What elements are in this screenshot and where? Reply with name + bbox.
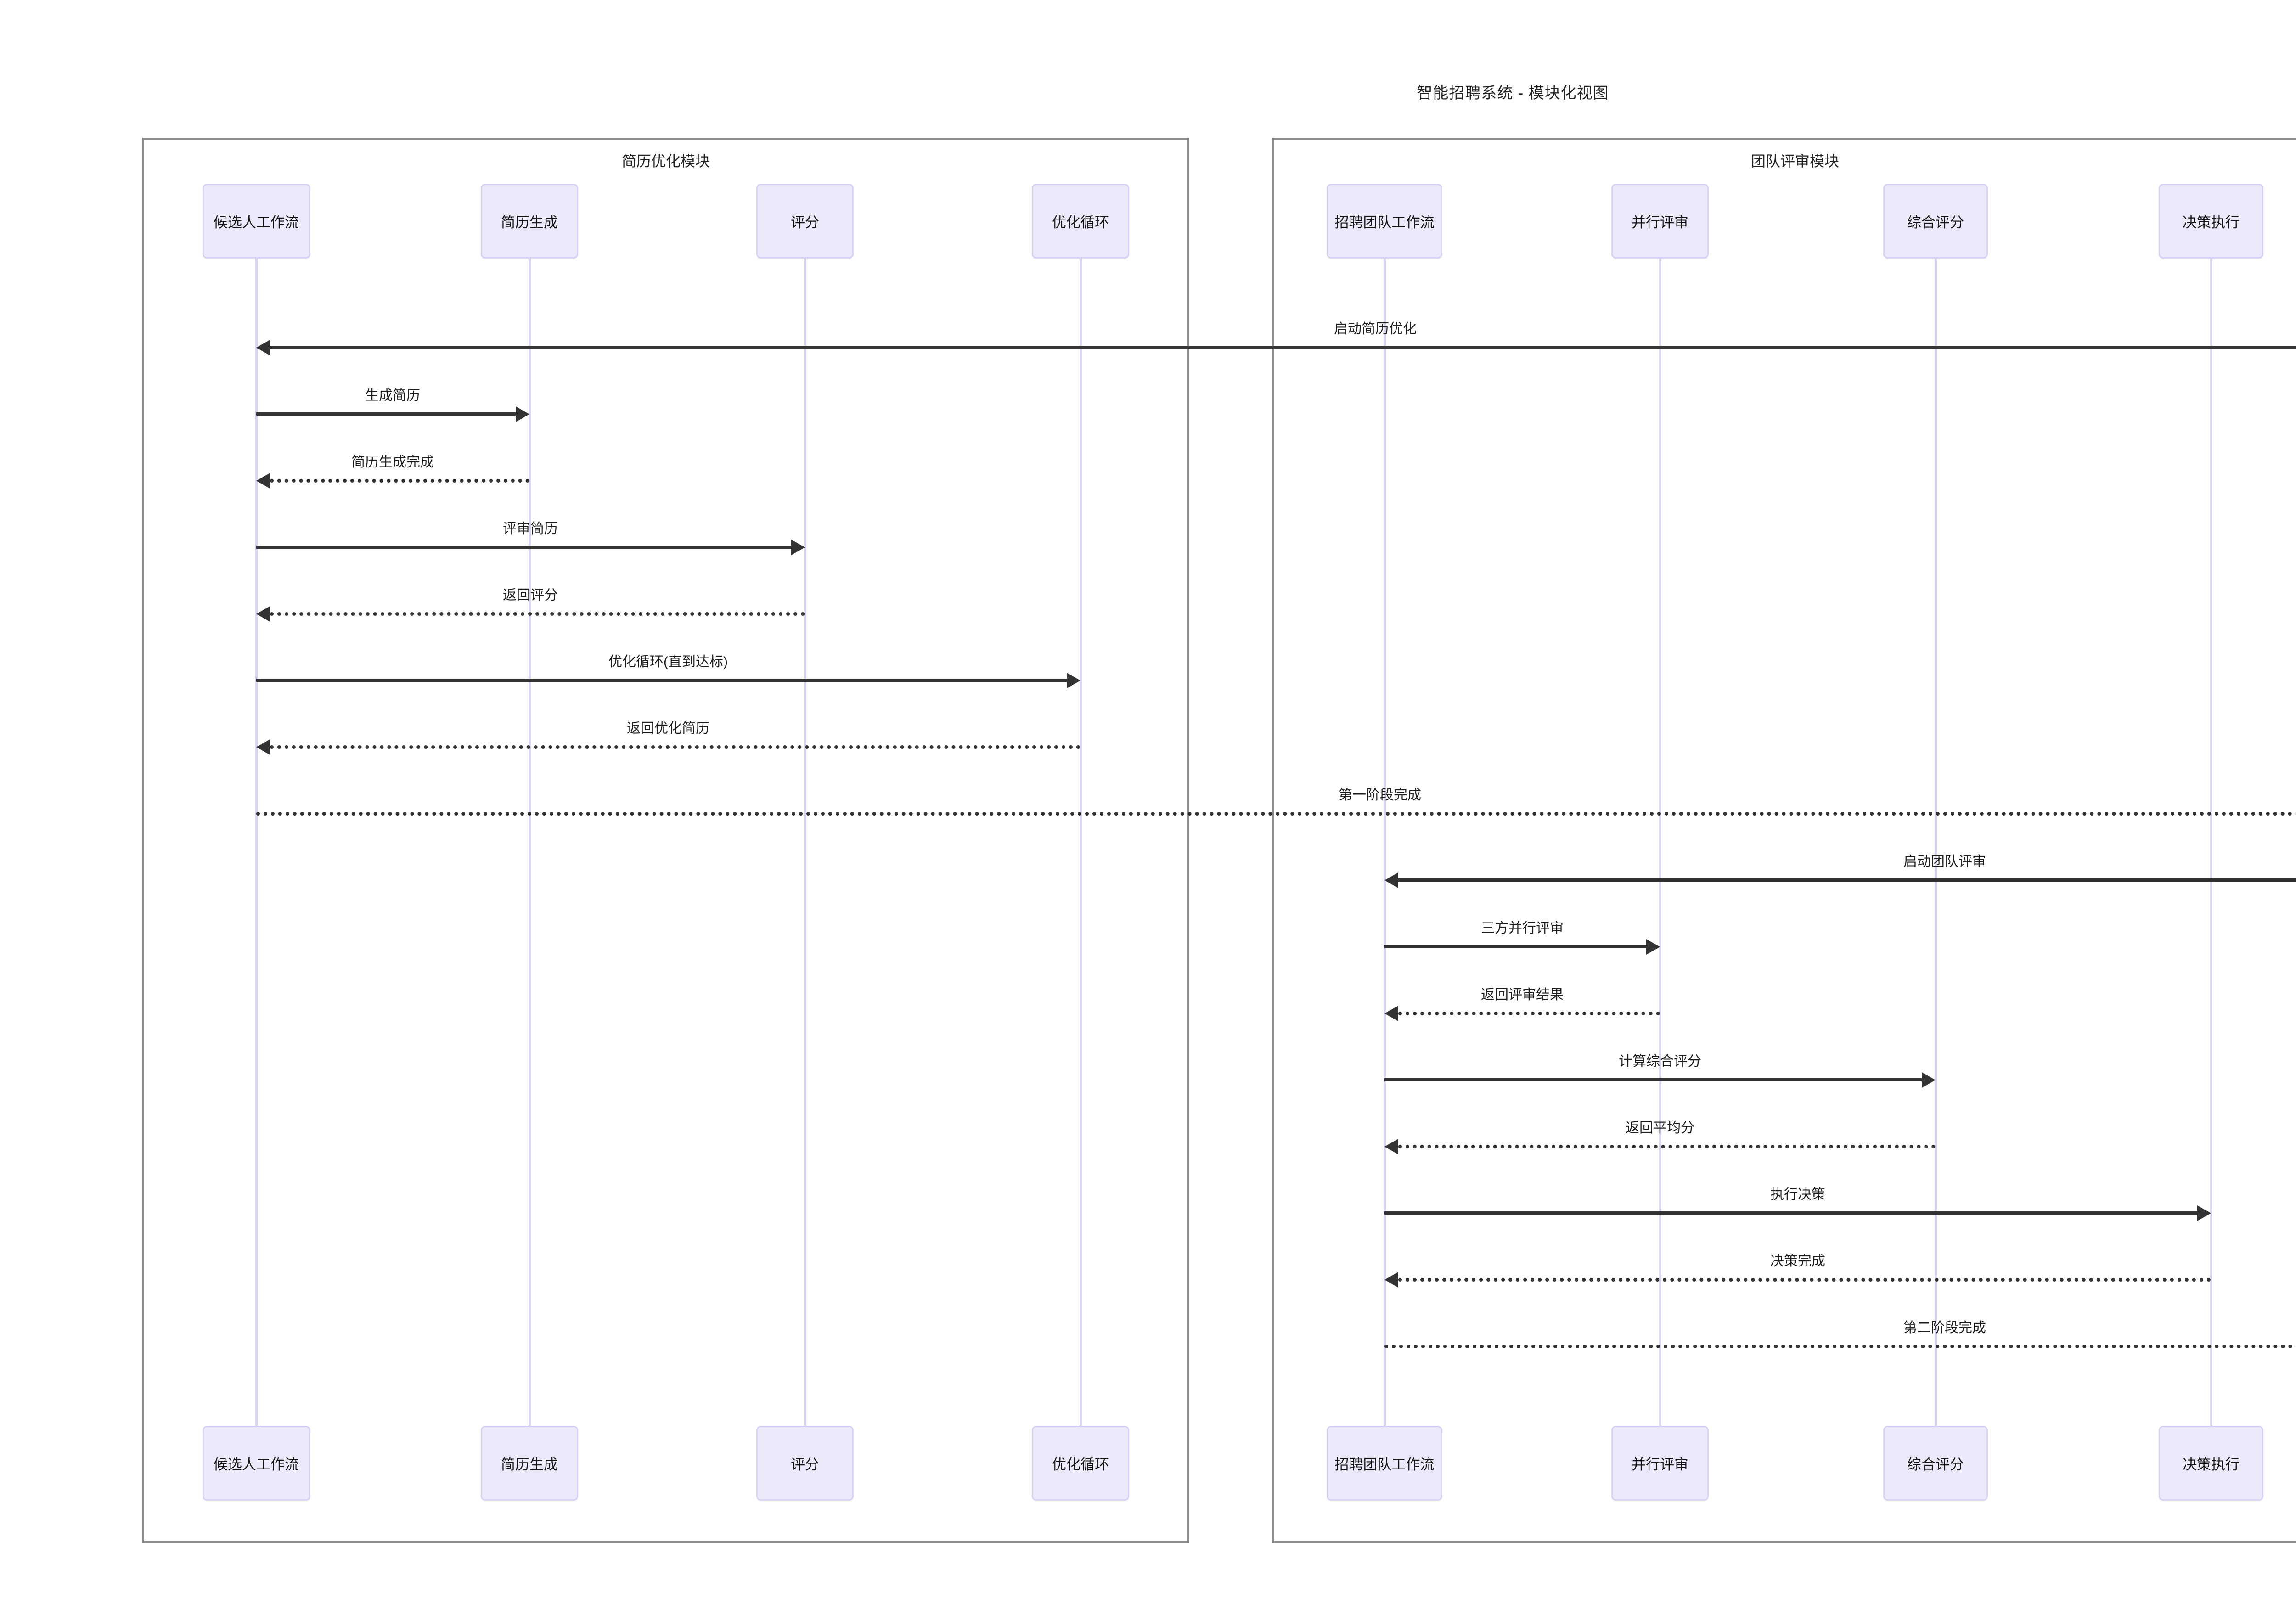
message-line (270, 745, 1080, 749)
message-arrowhead-right (1067, 673, 1080, 688)
message-label: 三方并行评审 (1481, 921, 1564, 936)
participant-label: 招聘团队工作流 (1334, 1457, 1435, 1473)
message-arrowhead-right (1922, 1072, 1936, 1088)
message-arrowhead-left (256, 606, 270, 622)
message-label: 简历生成完成 (351, 455, 434, 470)
lifeline-composite-scoring (1935, 259, 1937, 1426)
participant-bottom-composite-scoring[interactable]: 综合评分 (1883, 1426, 1988, 1501)
page-title: 智能招聘系统 - 模块化视图 (1417, 84, 1609, 102)
lifeline-decision-execution (2210, 259, 2212, 1426)
message-label: 优化循环(直到达标) (608, 654, 728, 670)
participant-top-parallel-review[interactable]: 并行评审 (1611, 184, 1709, 259)
message-label: 评审简历 (503, 521, 558, 536)
message-arrowhead-right (2197, 1205, 2211, 1221)
message-arrowhead-left (256, 739, 270, 755)
participant-bottom-resume-generation[interactable]: 简历生成 (481, 1426, 578, 1501)
message-line (1384, 1211, 2197, 1215)
message-arrowhead-left (256, 473, 270, 489)
message-line (256, 679, 1067, 682)
message-label: 执行决策 (1770, 1187, 1825, 1202)
participant-label: 优化循环 (1052, 1457, 1109, 1473)
participant-bottom-parallel-review[interactable]: 并行评审 (1611, 1426, 1709, 1501)
message-arrowhead-right (791, 540, 805, 555)
participant-label: 评分 (791, 214, 819, 231)
lifeline-resume-generation (529, 259, 531, 1426)
module-label: 团队评审模块 (1750, 153, 1839, 169)
message-line (1398, 1012, 1660, 1015)
participant-label: 综合评分 (1907, 1457, 1964, 1473)
message-label: 返回平均分 (1626, 1120, 1694, 1136)
module-label: 简历优化模块 (621, 153, 710, 169)
message-line (270, 346, 2296, 349)
participant-label: 简历生成 (501, 214, 558, 231)
participant-bottom-scoring[interactable]: 评分 (756, 1426, 854, 1501)
message-label: 第一阶段完成 (1339, 788, 1421, 803)
message-line (1384, 1078, 1922, 1081)
message-arrowhead-right (516, 406, 529, 422)
participant-label: 评分 (791, 1457, 819, 1473)
message-label: 返回评分 (503, 588, 558, 603)
lifeline-parallel-review (1659, 259, 1661, 1426)
message-line (270, 479, 529, 483)
message-line (1398, 1278, 2211, 1282)
participant-label: 候选人工作流 (214, 214, 299, 231)
message-line (256, 546, 791, 549)
message-label: 返回优化简历 (627, 721, 709, 736)
participant-bottom-optimization-loop[interactable]: 优化循环 (1032, 1426, 1129, 1501)
lifeline-scoring (804, 259, 806, 1426)
message-arrowhead-left (1384, 1006, 1398, 1021)
message-arrowhead-left (256, 340, 270, 355)
message-label: 启动简历优化 (1334, 321, 1417, 337)
participant-bottom-candidate-workflow[interactable]: 候选人工作流 (202, 1426, 310, 1501)
participant-top-optimization-loop[interactable]: 优化循环 (1032, 184, 1129, 259)
participant-label: 决策执行 (2183, 1457, 2240, 1473)
participant-label: 决策执行 (2183, 214, 2240, 231)
participant-label: 并行评审 (1632, 214, 1688, 231)
module-box-team-module: 团队评审模块 (1272, 138, 2296, 1543)
participant-top-composite-scoring[interactable]: 综合评分 (1883, 184, 1988, 259)
participant-bottom-decision-execution[interactable]: 决策执行 (2159, 1426, 2263, 1501)
message-line (256, 412, 516, 416)
message-line (256, 812, 2296, 816)
message-line (1384, 945, 1646, 948)
message-arrowhead-left (1384, 872, 1398, 888)
participant-top-recruiting-team-workflow[interactable]: 招聘团队工作流 (1327, 184, 1442, 259)
message-label: 计算综合评分 (1619, 1054, 1701, 1069)
message-arrowhead-left (1384, 1139, 1398, 1154)
participant-top-resume-generation[interactable]: 简历生成 (481, 184, 578, 259)
message-label: 决策完成 (1770, 1254, 1825, 1269)
message-label: 返回评审结果 (1481, 987, 1564, 1002)
lifeline-candidate-workflow (255, 259, 258, 1426)
participant-top-decision-execution[interactable]: 决策执行 (2159, 184, 2263, 259)
lifeline-recruiting-team-workflow (1384, 259, 1386, 1426)
message-line (270, 612, 805, 616)
participant-top-scoring[interactable]: 评分 (756, 184, 854, 259)
participant-label: 优化循环 (1052, 214, 1109, 231)
message-line (1398, 1145, 1936, 1148)
participant-bottom-recruiting-team-workflow[interactable]: 招聘团队工作流 (1327, 1426, 1442, 1501)
message-line (1384, 1345, 2296, 1348)
message-label: 第二阶段完成 (1903, 1320, 1986, 1335)
participant-label: 招聘团队工作流 (1334, 214, 1435, 231)
module-box-resume-module: 简历优化模块 (142, 138, 1189, 1543)
participant-label: 候选人工作流 (214, 1457, 299, 1473)
message-label: 启动团队评审 (1903, 854, 1986, 869)
message-line (1398, 878, 2296, 882)
participant-label: 并行评审 (1632, 1457, 1688, 1473)
lifeline-optimization-loop (1080, 259, 1082, 1426)
message-label: 生成简历 (365, 388, 420, 403)
participant-label: 综合评分 (1907, 214, 1964, 231)
message-arrowhead-right (1646, 939, 1660, 955)
message-arrowhead-left (1384, 1272, 1398, 1288)
participant-label: 简历生成 (501, 1457, 558, 1473)
participant-top-candidate-workflow[interactable]: 候选人工作流 (202, 184, 310, 259)
